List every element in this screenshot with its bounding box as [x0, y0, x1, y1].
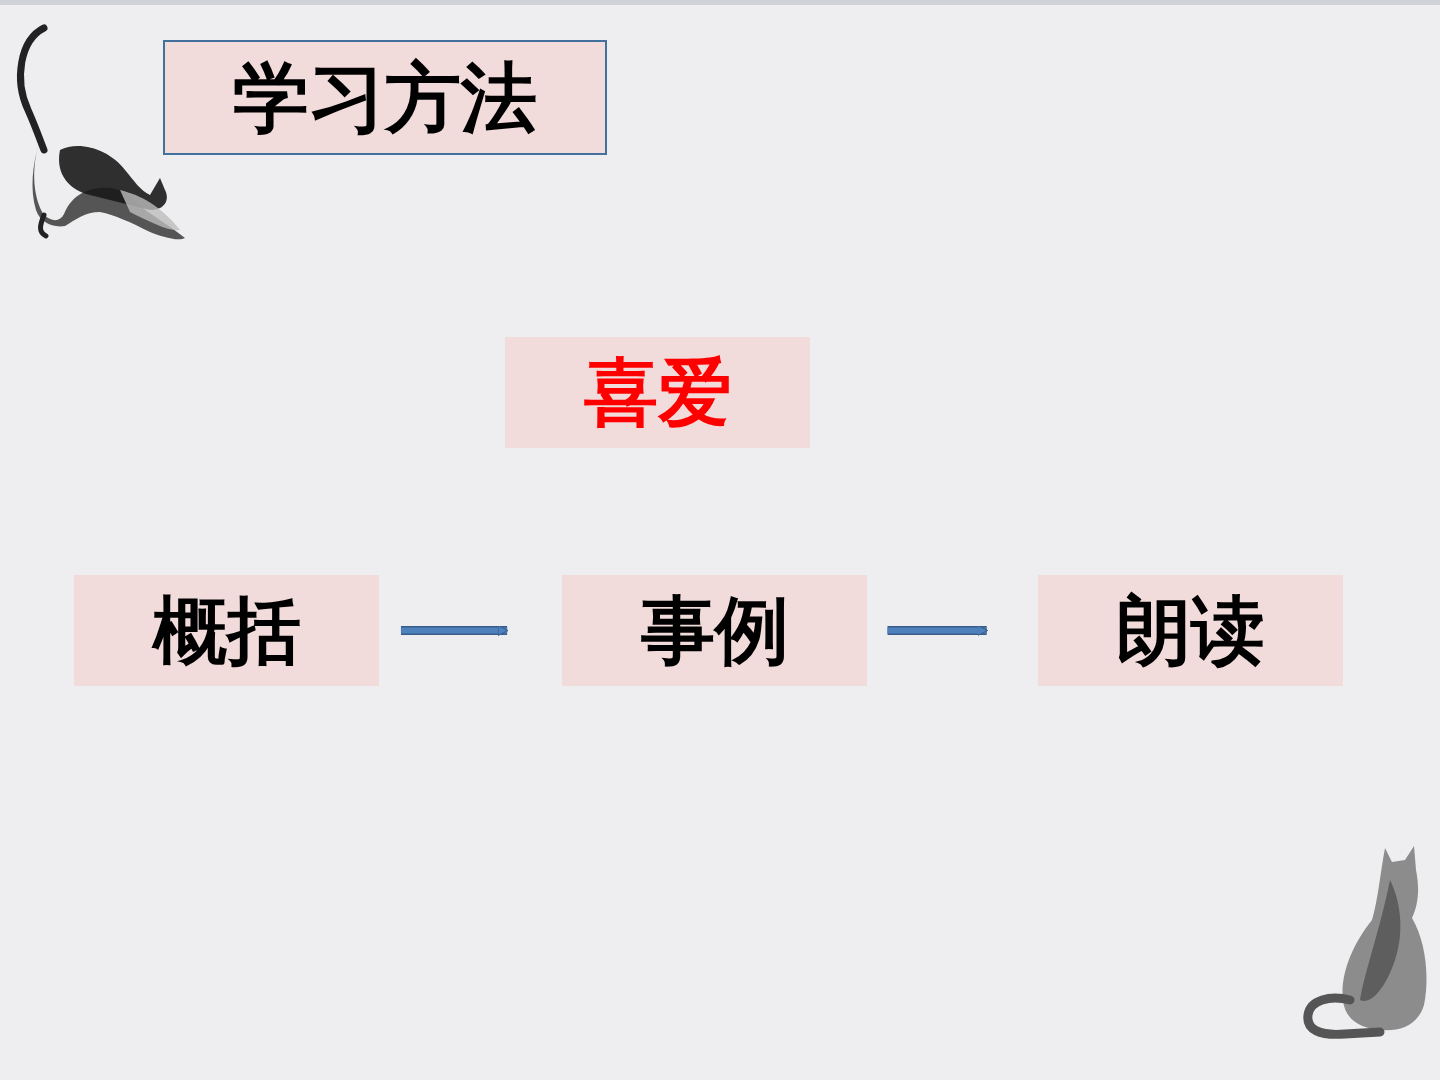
title-text: 学习方法	[233, 56, 537, 140]
box-label: 概括	[153, 590, 301, 671]
flow-arrow	[401, 630, 507, 631]
flow-arrow	[888, 630, 987, 631]
arrow-body	[888, 628, 987, 634]
arrow-outline	[888, 626, 987, 635]
theme-box: 喜爱	[505, 337, 810, 448]
arrow-body	[401, 628, 507, 634]
arrow-outline	[401, 626, 507, 635]
box-label: 朗读	[1117, 590, 1265, 671]
step-box: 事例	[562, 575, 867, 686]
walking-cat	[21, 28, 185, 239]
box-label: 喜爱	[584, 352, 732, 433]
title-box: 学习方法	[163, 40, 607, 155]
sitting-cat	[1308, 846, 1427, 1034]
step-box: 朗读	[1038, 575, 1343, 686]
box-label: 事例	[641, 590, 789, 671]
step-box: 概括	[74, 575, 379, 686]
top-bar	[0, 0, 1440, 5]
